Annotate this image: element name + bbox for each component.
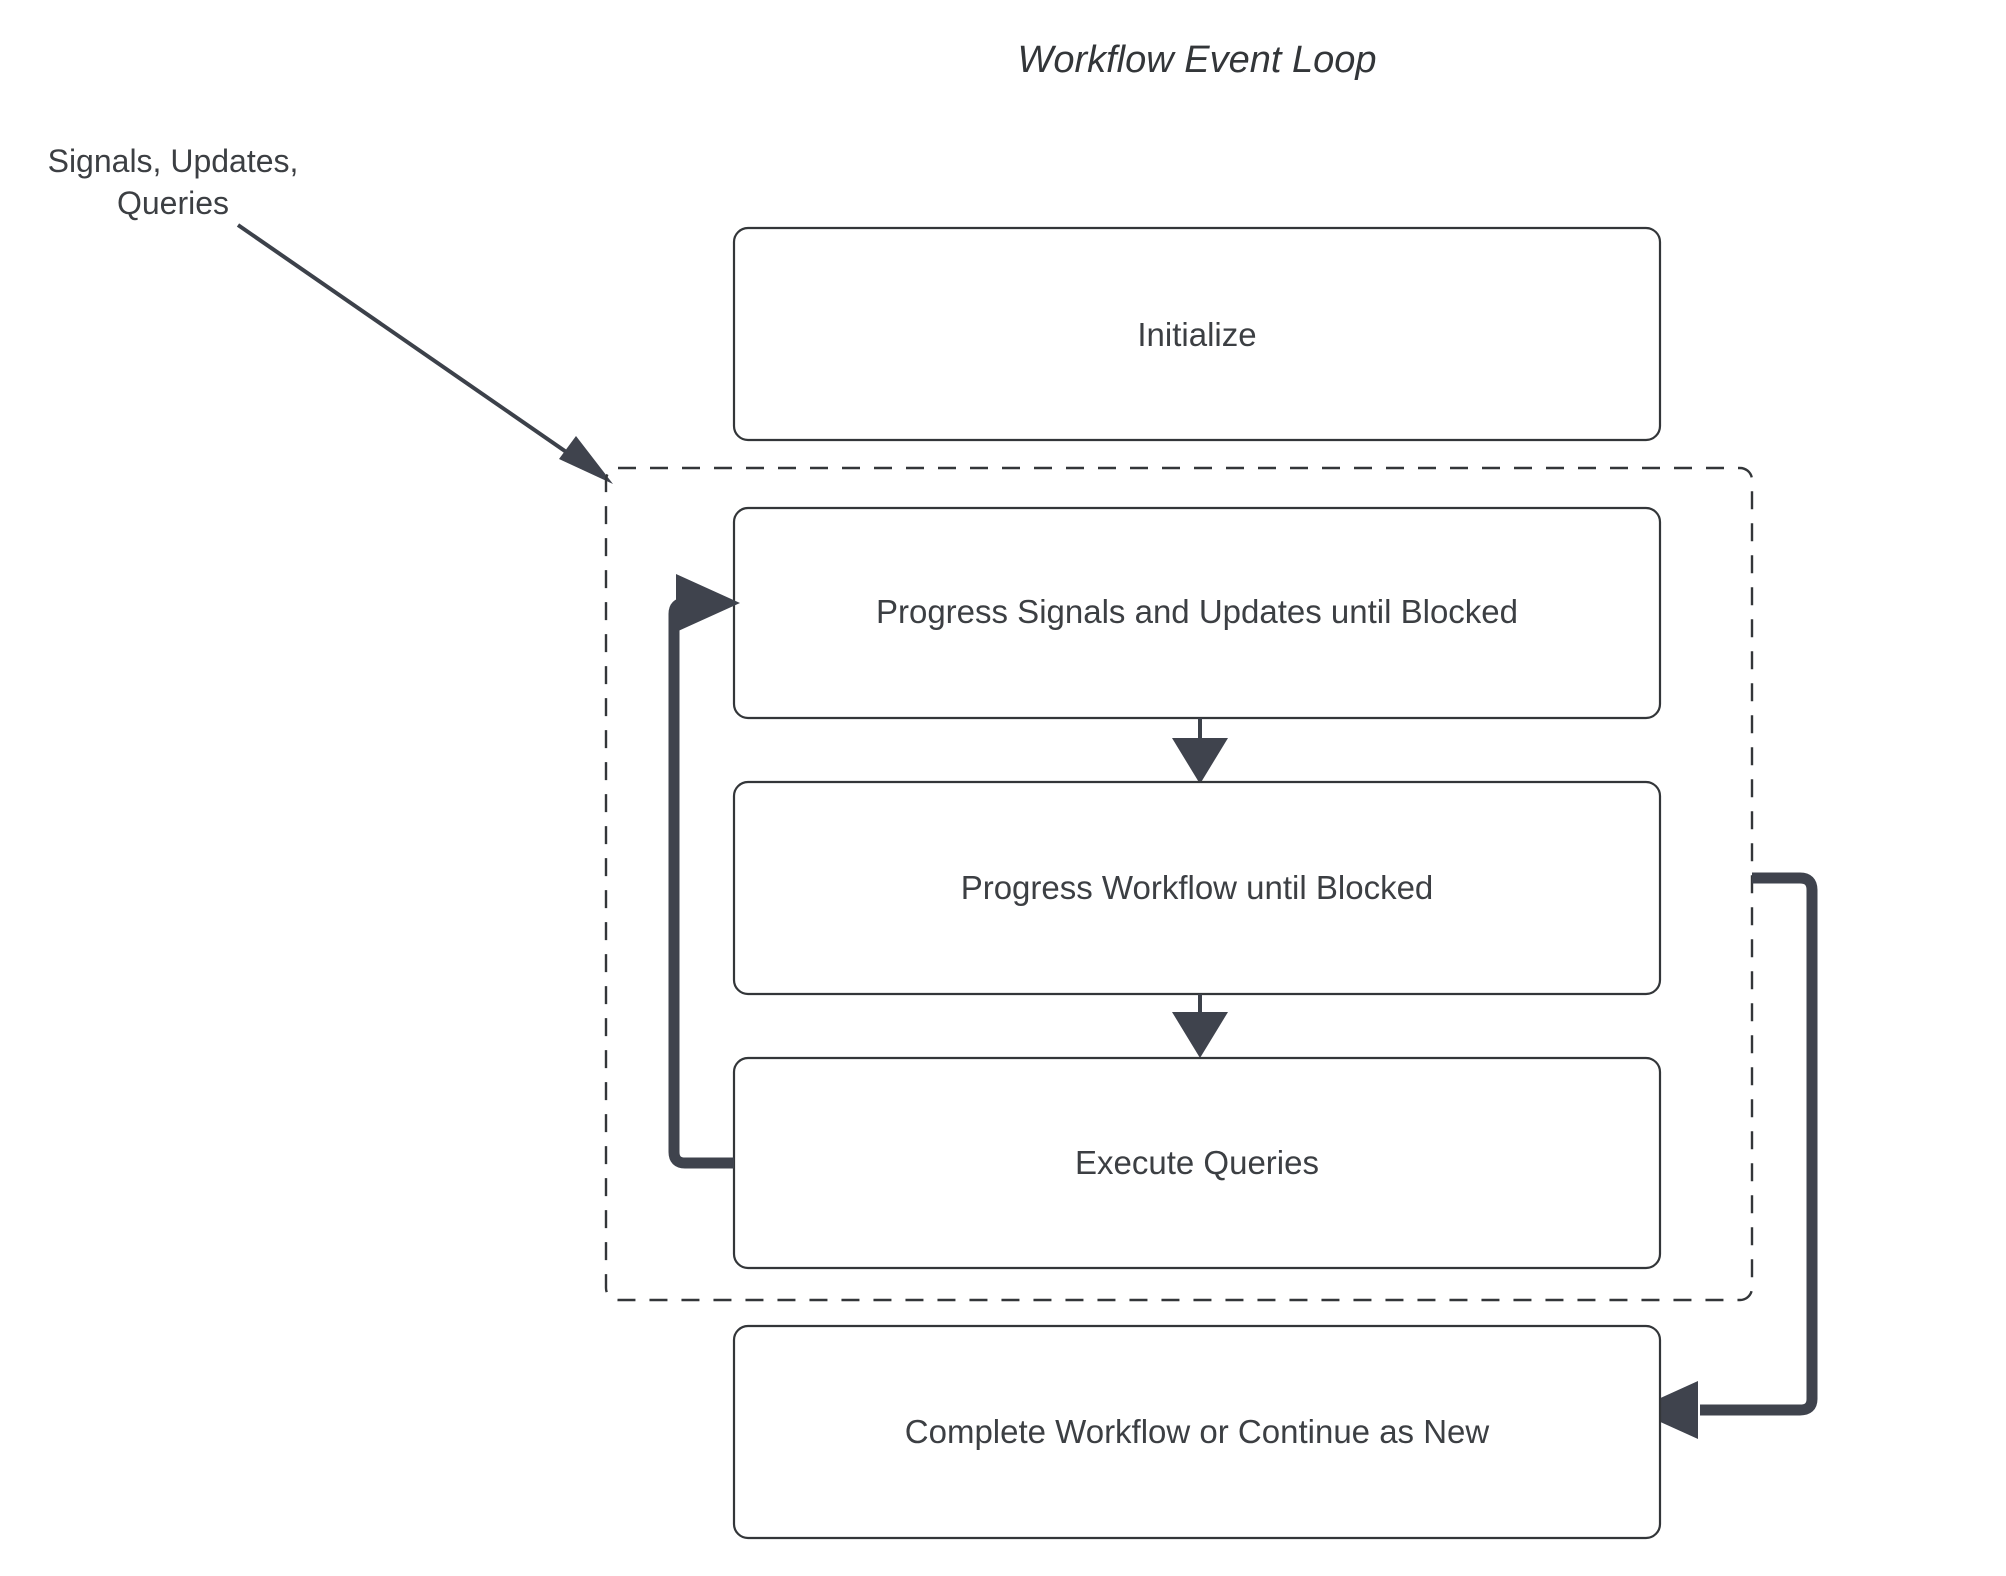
edge-progress-signals-to-progress-workflow [1172,718,1228,784]
edge-execute-queries-to-progress-signals [668,574,740,1169]
node-initialize[interactable]: Initialize [732,226,1662,442]
edge-event-loop-to-complete-workflow [1634,872,1818,1439]
node-progress-signals-shape [732,506,1662,720]
node-initialize-label: Initialize [1137,316,1256,353]
event-loop-group-frame [604,466,1754,1302]
edge-external-input-to-event-loop [236,223,613,484]
node-progress-workflow-shape [732,780,1662,996]
node-initialize-shape [732,226,1662,442]
diagram-title: Workflow Event Loop [1017,39,1376,81]
external-input-label-line1: Signals, Updates, [48,143,299,179]
node-progress-workflow-label: Progress Workflow until Blocked [961,869,1434,906]
node-progress-signals-label: Progress Signals and Updates until Block… [876,593,1518,630]
node-progress-workflow[interactable]: Progress Workflow until Blocked [732,780,1662,996]
node-complete-workflow[interactable]: Complete Workflow or Continue as New [732,1324,1662,1540]
external-input-label-line2: Queries [117,185,229,221]
node-progress-signals[interactable]: Progress Signals and Updates until Block… [732,506,1662,720]
node-complete-workflow-shape [732,1324,1662,1540]
node-complete-workflow-label: Complete Workflow or Continue as New [905,1413,1490,1450]
edge-progress-workflow-to-execute-queries [1172,994,1228,1058]
node-execute-queries[interactable]: Execute Queries [732,1056,1662,1270]
node-execute-queries-label: Execute Queries [1075,1144,1319,1181]
